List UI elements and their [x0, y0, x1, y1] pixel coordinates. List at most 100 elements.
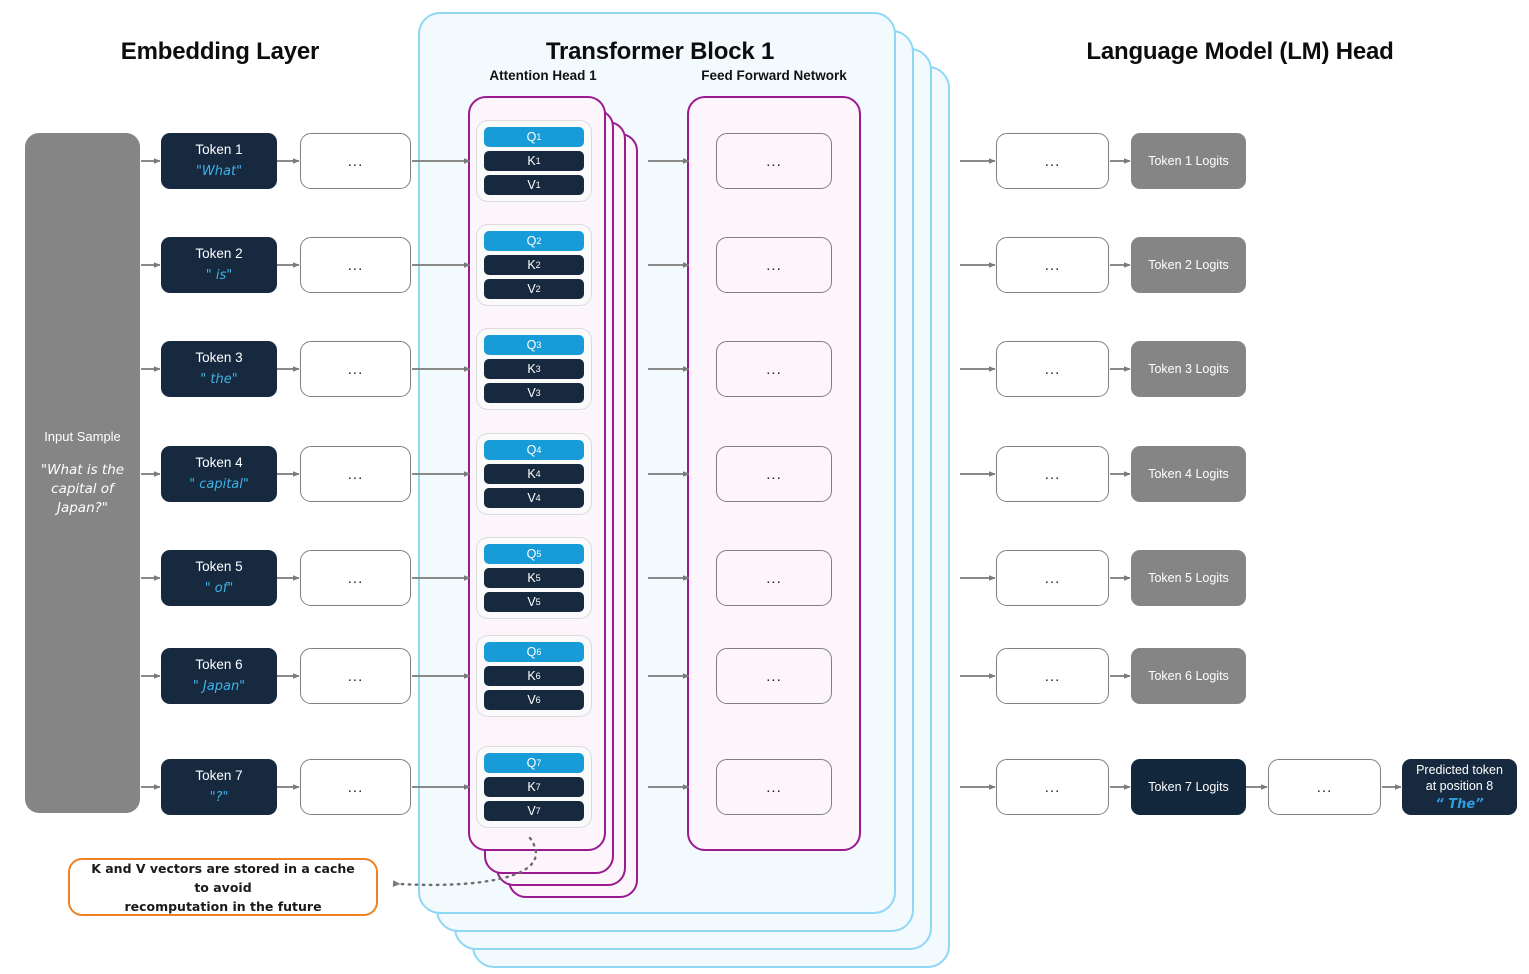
- ellipsis-label: ...: [1044, 667, 1061, 685]
- token-box[interactable]: Token 1 "What": [161, 133, 277, 189]
- predicted-token-box[interactable]: Predicted token at position 8 “ The”: [1402, 759, 1517, 815]
- sampling-box[interactable]: ...: [1268, 759, 1381, 815]
- ellipsis-label: ...: [1044, 256, 1061, 274]
- lm-head-projection-box[interactable]: ...: [996, 648, 1109, 704]
- ellipsis-label: ...: [766, 465, 782, 483]
- ffn-layer-box[interactable]: ...: [716, 341, 832, 397]
- embedding-vector-box[interactable]: ...: [300, 648, 411, 704]
- embedding-vector-box[interactable]: ...: [300, 550, 411, 606]
- token-box[interactable]: Token 3 " the": [161, 341, 277, 397]
- embedding-vector-box[interactable]: ...: [300, 759, 411, 815]
- ellipsis-label: ...: [766, 152, 782, 170]
- embedding-vector-box[interactable]: ...: [300, 237, 411, 293]
- input-sample-panel: Input Sample "What is the capital of Jap…: [25, 133, 140, 813]
- embedding-vector-box[interactable]: ...: [300, 133, 411, 189]
- ffn-layer-box[interactable]: ...: [716, 237, 832, 293]
- logits-box[interactable]: Token 2 Logits: [1131, 237, 1246, 293]
- token-name: Token 7: [195, 768, 243, 783]
- logits-label: Token 2 Logits: [1148, 258, 1229, 272]
- ellipsis-label: ...: [1044, 465, 1061, 483]
- token-name: Token 2: [195, 246, 243, 261]
- token-value: " of": [204, 581, 234, 596]
- logits-box-active[interactable]: Token 7 Logits: [1131, 759, 1246, 815]
- token-box[interactable]: Token 4 " capital": [161, 446, 277, 502]
- ffn-layer-box[interactable]: ...: [716, 133, 832, 189]
- ffn-layer-box[interactable]: ...: [716, 446, 832, 502]
- ellipsis-label: ...: [766, 778, 782, 796]
- token-value: " is": [205, 268, 233, 283]
- token-value: "What": [195, 164, 243, 179]
- logits-label: Token 4 Logits: [1148, 467, 1229, 481]
- ellipsis-label: ...: [347, 778, 364, 796]
- ffn-layer-box[interactable]: ...: [716, 550, 832, 606]
- logits-label: Token 7 Logits: [1148, 780, 1229, 794]
- logits-label: Token 5 Logits: [1148, 571, 1229, 585]
- ellipsis-label: ...: [1316, 778, 1333, 796]
- ellipsis-label: ...: [1044, 778, 1061, 796]
- embedding-vector-box[interactable]: ...: [300, 341, 411, 397]
- lm-head-projection-box[interactable]: ...: [996, 759, 1109, 815]
- callout-line-2: recomputation in the future: [124, 898, 322, 914]
- token-name: Token 3: [195, 350, 243, 365]
- lm-head-projection-box[interactable]: ...: [996, 341, 1109, 397]
- token-value: " the": [200, 372, 238, 387]
- ellipsis-label: ...: [766, 360, 782, 378]
- ffn-layer-box[interactable]: ...: [716, 648, 832, 704]
- embedding-vector-box[interactable]: ...: [300, 446, 411, 502]
- ellipsis-label: ...: [1044, 569, 1061, 587]
- lm-head-projection-box[interactable]: ...: [996, 237, 1109, 293]
- ffn-layer-box[interactable]: ...: [716, 759, 832, 815]
- label-attention-head: Attention Head 1: [489, 68, 597, 83]
- token-box[interactable]: Token 6 " Japan": [161, 648, 277, 704]
- callout-line-1: K and V vectors are stored in a cache to…: [91, 860, 355, 895]
- logits-box[interactable]: Token 4 Logits: [1131, 446, 1246, 502]
- lm-head-projection-box[interactable]: ...: [996, 133, 1109, 189]
- ellipsis-label: ...: [1044, 360, 1061, 378]
- page-title-transformer-block: Transformer Block 1: [545, 38, 775, 65]
- token-box[interactable]: Token 7 "?": [161, 759, 277, 815]
- predicted-token-value: “ The”: [1435, 796, 1484, 812]
- logits-box[interactable]: Token 1 Logits: [1131, 133, 1246, 189]
- token-value: "?": [209, 790, 229, 805]
- token-name: Token 4: [195, 455, 243, 470]
- lm-head-projection-box[interactable]: ...: [996, 550, 1109, 606]
- logits-label: Token 6 Logits: [1148, 669, 1229, 683]
- logits-box[interactable]: Token 5 Logits: [1131, 550, 1246, 606]
- page-title-embedding-layer: Embedding Layer: [120, 38, 320, 65]
- logits-box[interactable]: Token 3 Logits: [1131, 341, 1246, 397]
- lm-head-projection-box[interactable]: ...: [996, 446, 1109, 502]
- token-value: " capital": [189, 477, 249, 492]
- logits-box[interactable]: Token 6 Logits: [1131, 648, 1246, 704]
- token-box[interactable]: Token 5 " of": [161, 550, 277, 606]
- token-box[interactable]: Token 2 " is": [161, 237, 277, 293]
- input-sample-text: "What is the capital of Japan?": [40, 462, 125, 516]
